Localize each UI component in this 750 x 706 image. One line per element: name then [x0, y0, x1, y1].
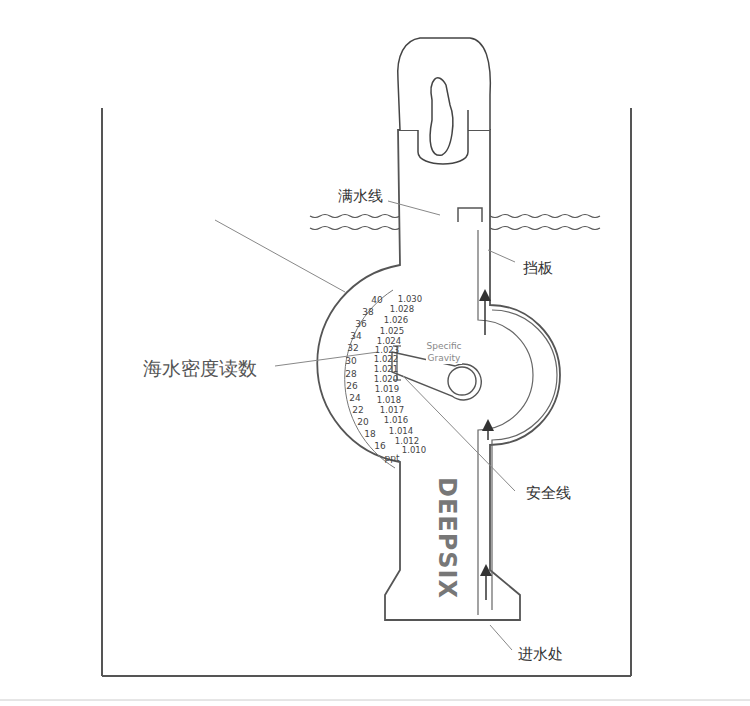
scale-number: 22 — [352, 406, 363, 415]
scale-number: 26 — [346, 382, 357, 391]
scale-number: 1.019 — [375, 385, 399, 394]
tank-outline — [102, 108, 631, 676]
scale-number: 1.012 — [395, 437, 419, 446]
scale-number: 1.026 — [384, 316, 408, 325]
callout-label: 海水密度读数 — [141, 358, 259, 379]
scale-number: 40 — [371, 296, 382, 305]
scale-number: 30 — [345, 357, 356, 366]
scale-number: 1.014 — [389, 427, 413, 436]
pivot — [448, 367, 476, 395]
scale-number: 1.030 — [398, 295, 422, 304]
scale-number: 16 — [374, 442, 385, 451]
scale-number: 1.010 — [402, 446, 426, 455]
scale-number: 1.024 — [377, 337, 401, 346]
scale-number: 1.016 — [384, 416, 408, 425]
scale-number: 36 — [355, 320, 366, 329]
callout-label: 挡板 — [521, 260, 555, 277]
scale-number: ppt — [385, 454, 400, 463]
scale-number: 1.021 — [374, 365, 398, 374]
scale-number: 1.020 — [374, 375, 398, 384]
scale-number: 24 — [349, 394, 360, 403]
flow-arrow — [487, 425, 489, 440]
scale-number: 34 — [350, 332, 361, 341]
swing-arm — [392, 352, 481, 400]
callout-label: 进水处 — [516, 646, 565, 663]
callout-label: 安全线 — [524, 485, 573, 502]
baffle — [458, 208, 482, 222]
hand — [398, 38, 491, 164]
scale-caption: Gravity — [426, 353, 463, 364]
water-channel — [492, 310, 557, 610]
scale-number: 1.025 — [380, 327, 404, 336]
leader-line — [215, 201, 515, 650]
ground-line — [0, 700, 750, 701]
scale-number: 32 — [347, 344, 358, 353]
scale-number: 1.023 — [375, 346, 399, 355]
scale-number: 28 — [345, 370, 356, 379]
scale-number: 1.017 — [380, 406, 404, 415]
water-channel — [478, 230, 533, 615]
scale-number: 18 — [364, 430, 375, 439]
callout-label: 满水线 — [336, 188, 385, 205]
flow-arrow — [485, 570, 487, 600]
brand-name: DEEPSIX — [435, 477, 459, 599]
scale-number: 38 — [362, 308, 373, 317]
scale-number: 20 — [357, 418, 368, 427]
scale-number: 1.022 — [374, 355, 398, 364]
hydrometer-body — [317, 130, 560, 620]
scale-number: 1.018 — [377, 396, 401, 405]
scale-number: 1.028 — [390, 305, 414, 314]
scale-caption: Specific — [424, 341, 463, 352]
flow-arrow — [484, 295, 486, 335]
